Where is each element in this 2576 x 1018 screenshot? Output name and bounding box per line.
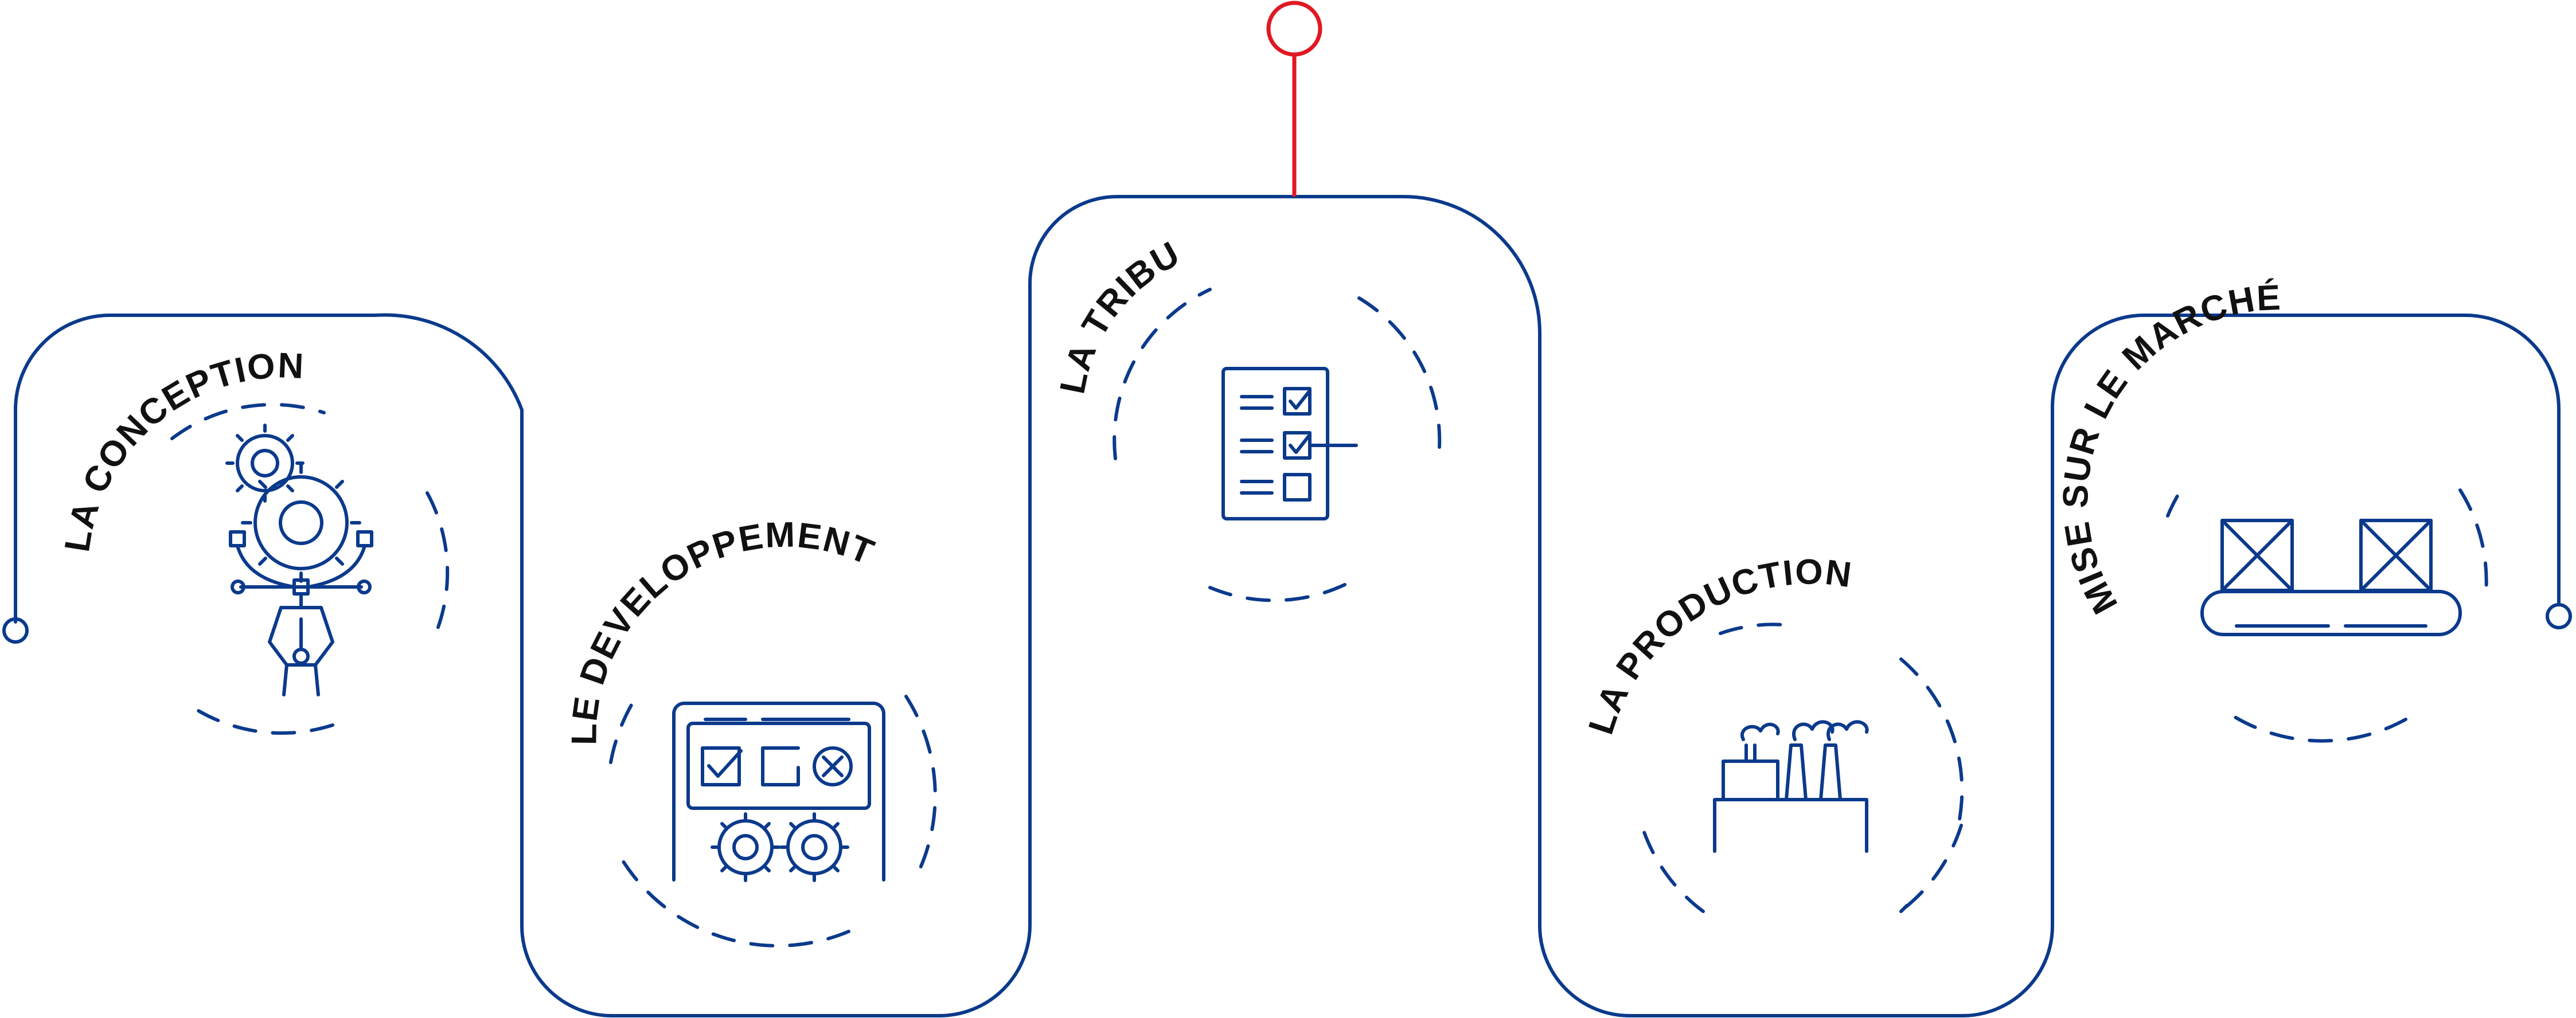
dashed-arc <box>1357 296 1442 449</box>
dashed-arc <box>904 695 937 882</box>
step-tribu: LA TRIBU <box>1052 234 1442 602</box>
dashed-arc <box>170 402 326 440</box>
start-node <box>2 617 29 644</box>
svg-text:LA PRODUCTION: LA PRODUCTION <box>1581 552 1855 739</box>
dashed-arc <box>1638 818 1705 913</box>
dashed-arc <box>2223 709 2407 743</box>
svg-text:LE DEVELOPPEMENT: LE DEVELOPPEMENT <box>564 515 880 745</box>
checklist-icon <box>1221 367 1358 520</box>
step-conception: LA CONCEPTION <box>57 346 450 735</box>
dashboard-gears-icon <box>672 702 885 882</box>
dashed-arc <box>2166 491 2181 518</box>
dashed-arc <box>620 858 850 947</box>
step-production: LA PRODUCTION <box>1581 552 1964 913</box>
step-developpement: LE DEVELOPPEMENT <box>564 515 937 947</box>
pin-head <box>1266 1 1322 57</box>
step-mise-sur-le-marche: MISE SUR LE MARCHÉ <box>2056 278 2488 743</box>
dashed-arc <box>1899 657 1964 827</box>
dashed-arc <box>2458 488 2488 595</box>
dashed-arc <box>426 491 450 635</box>
svg-text:LA TRIBU: LA TRIBU <box>1052 234 1186 397</box>
step-label: LA TRIBU <box>1052 234 1185 397</box>
step-label: LE DEVELOPPEMENT <box>564 515 879 745</box>
dashed-arc <box>1902 824 1963 910</box>
step-label: MISE SUR LE MARCHÉ <box>2056 278 2281 620</box>
dashed-arc <box>609 695 638 764</box>
gears-pen-icon <box>225 424 373 696</box>
dashed-arc <box>188 703 334 735</box>
svg-text:MISE SUR LE MARCHÉ: MISE SUR LE MARCHÉ <box>2056 278 2282 620</box>
flow-path <box>14 195 2561 1017</box>
dashed-arc <box>1208 583 1346 602</box>
dashed-arc <box>1113 288 1212 460</box>
conveyor-boxes-icon <box>2200 519 2462 636</box>
end-node <box>2546 603 2572 629</box>
factory-icon <box>1713 720 1869 853</box>
step-label: LA PRODUCTION <box>1581 552 1853 739</box>
dashed-arc <box>1719 622 1785 635</box>
